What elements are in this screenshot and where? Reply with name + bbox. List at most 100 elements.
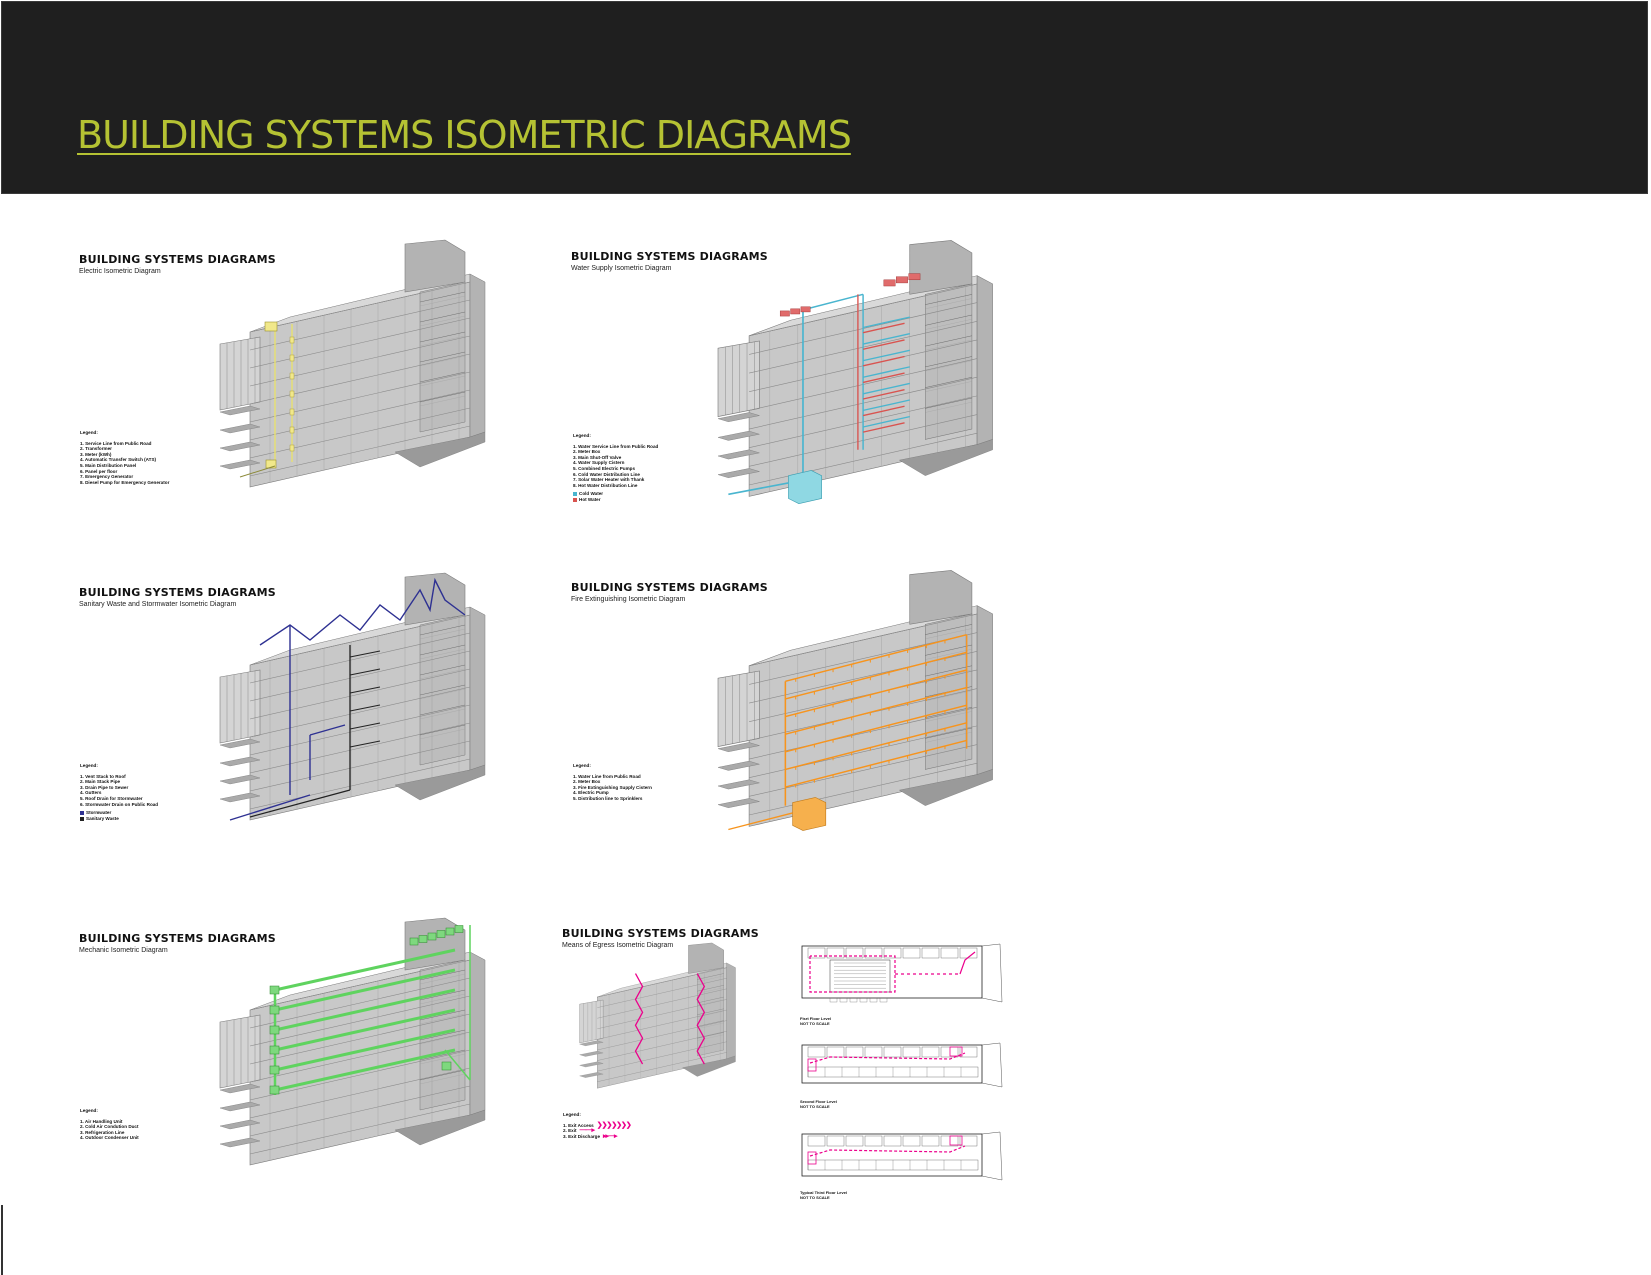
balcony-rail xyxy=(697,1022,724,1029)
legend-heading: Legend: xyxy=(573,763,591,768)
floor-slab-line xyxy=(249,995,471,1047)
plan-caption-third: Typical Third Floor Level NOT TO SCALE xyxy=(800,1190,847,1200)
plan-room xyxy=(864,1046,883,1058)
floor-slab-line xyxy=(249,425,471,477)
legend-item: 5. Main Distribution Panel xyxy=(80,462,137,468)
floor-slab-line xyxy=(249,371,471,423)
plan-room xyxy=(959,1046,978,1058)
balcony-rail xyxy=(419,989,466,1001)
sanitary-branch xyxy=(349,704,381,712)
building-glazed-wing xyxy=(717,340,760,417)
balcony-rail xyxy=(419,335,466,347)
balcony-rail xyxy=(925,690,972,702)
floor-slab-line xyxy=(249,722,471,774)
balcony-rail xyxy=(419,628,466,640)
floor-slab-line xyxy=(597,988,727,1019)
floor-slab-line xyxy=(249,668,471,720)
balcony-rail xyxy=(419,1013,466,1025)
legend-key: Stormwater xyxy=(80,810,158,816)
legend-item: 3. Refrigeration Line xyxy=(80,1129,125,1135)
floor-panel xyxy=(289,354,295,362)
balcony-rail xyxy=(925,314,972,326)
air-handling-unit xyxy=(269,985,280,995)
floor-slab-line xyxy=(249,758,471,810)
balcony-rail xyxy=(419,1033,466,1045)
legend-item: 4. Electric Pump xyxy=(573,790,609,796)
condenser-unit xyxy=(436,930,446,938)
balcony-rail xyxy=(697,999,724,1006)
legend-key: Hot Water xyxy=(573,497,658,503)
egress-path xyxy=(959,951,976,975)
legend-item: 2. Exit——▸ xyxy=(563,1127,595,1135)
air-duct xyxy=(274,1008,456,1052)
sprinkler-line xyxy=(785,633,967,683)
plan-room xyxy=(959,947,978,959)
floor-slab-line xyxy=(249,407,471,459)
legend-item: 4. Gutters xyxy=(80,790,102,796)
plan-edge xyxy=(981,1042,1003,1088)
sanitary-isometric-building xyxy=(219,572,486,821)
base-slab xyxy=(219,738,261,749)
plan-outline xyxy=(801,1133,983,1177)
condenser-unit xyxy=(418,935,428,943)
balcony-rail xyxy=(697,1008,724,1015)
balcony-rail xyxy=(925,711,972,722)
floor-slab-line xyxy=(597,1031,727,1061)
panel-title: BUILDING SYSTEMS DIAGRAMS xyxy=(79,253,276,266)
fire-service-line xyxy=(728,812,793,831)
sanitary-branch xyxy=(349,686,381,694)
plan-scale: NOT TO SCALE xyxy=(800,1104,830,1109)
legend-item: 3. Meter (kWh) xyxy=(80,451,112,457)
plan-room xyxy=(845,1135,864,1147)
plan-outline xyxy=(801,1044,983,1084)
egress-stair-path xyxy=(634,973,644,1065)
floor-slab-line xyxy=(749,762,978,816)
legend-swatch xyxy=(80,816,84,821)
balcony-rail xyxy=(419,395,466,407)
plan-room xyxy=(959,1135,978,1147)
balcony-rail xyxy=(697,1020,724,1027)
plan-room xyxy=(807,1046,826,1058)
legend-egress: Legend:1. Exit Access❯❯❯❯❯❯❯2. Exit——▸3.… xyxy=(563,1112,632,1140)
balcony-rail xyxy=(419,728,466,740)
air-handling-unit xyxy=(269,1085,280,1095)
floor-slab-line xyxy=(749,706,978,760)
plan-label: Second Floor Level xyxy=(800,1099,837,1104)
floor-plan-typical-third xyxy=(801,1131,1003,1181)
solar-heater xyxy=(800,306,811,313)
legend-item: 3. Drain Pipe to Sewer xyxy=(80,784,129,790)
stormwater-line xyxy=(309,724,346,736)
balcony-rail xyxy=(419,644,466,656)
sanitary-branch xyxy=(349,668,381,676)
floor-slab-line xyxy=(249,1067,471,1119)
base-slab xyxy=(717,412,760,423)
sprinkler-line xyxy=(785,686,967,735)
egress-arrow-icon: ❯❯❯❯❯❯❯ xyxy=(596,1121,632,1129)
cold-water-line xyxy=(802,293,864,311)
cold-water-branch xyxy=(862,316,910,329)
condenser-unit xyxy=(409,937,419,946)
legend-heading: Legend: xyxy=(573,433,591,438)
legend-item: 6. Panel per floor xyxy=(80,468,118,474)
floor-plan-second xyxy=(801,1042,1003,1088)
plan-room xyxy=(921,1046,940,1058)
floor-slab-line xyxy=(249,335,471,387)
gutter-line xyxy=(259,577,466,646)
plan-scale: NOT TO SCALE xyxy=(800,1195,830,1200)
balcony-rail xyxy=(925,727,972,739)
legend-heading: Legend: xyxy=(80,1108,98,1113)
balcony-rail xyxy=(697,973,724,980)
balcony-rail xyxy=(419,664,466,676)
balcony-rail xyxy=(925,624,972,635)
legend-item: 3. Exit Discharge▸▸—▸ xyxy=(563,1132,618,1140)
building-side-face xyxy=(469,951,486,1116)
floor-slab-line xyxy=(597,967,727,998)
base-slab xyxy=(717,430,760,441)
legend-item: 7. Solar Water Heater with Thank xyxy=(573,477,645,483)
legend-item: 6. Stormwater Drain on Public Road xyxy=(80,801,159,807)
building-side-face xyxy=(469,606,486,771)
legend-key: Cold Water xyxy=(573,491,658,497)
balcony-rail xyxy=(925,628,972,639)
floor-slab-line xyxy=(249,1085,471,1137)
balcony-rail xyxy=(419,684,466,696)
